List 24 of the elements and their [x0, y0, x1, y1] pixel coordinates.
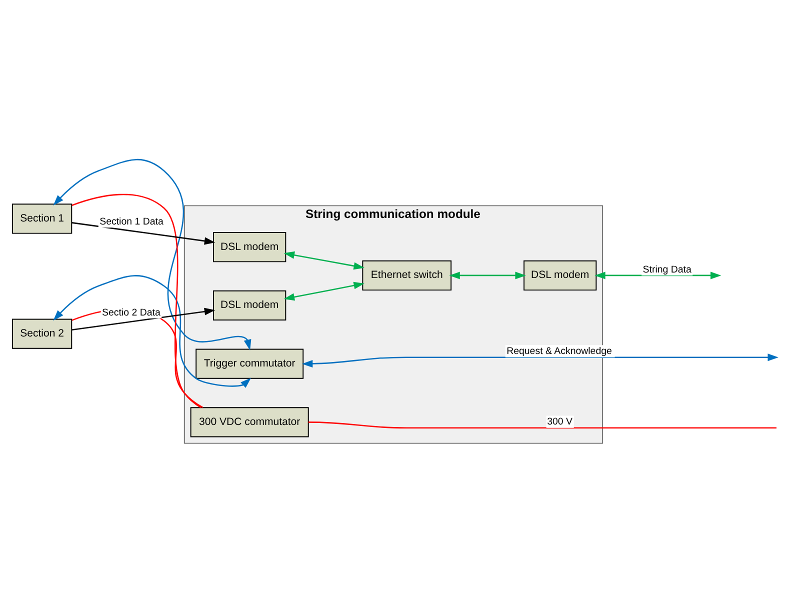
connector [308, 421, 776, 428]
edge-label: 300 V [547, 416, 573, 428]
arrow [53, 274, 252, 388]
arrow [449, 271, 526, 279]
node-box: 300 VDC commutator [190, 406, 309, 437]
edge-label: String Data [642, 264, 692, 275]
arrow [53, 158, 252, 350]
arrow [72, 222, 216, 244]
node-box: DSL modem [524, 260, 597, 290]
edge-label: Sectio 2 Data [102, 306, 160, 318]
node-box: Section 2 [12, 318, 72, 348]
arrow [302, 353, 778, 367]
connector [72, 193, 202, 408]
edge-label: Request & Acknowledge [506, 346, 612, 357]
node-box: Section 1 [12, 203, 72, 234]
arrow [284, 250, 364, 270]
edge-label: Section 1 Data [100, 216, 164, 227]
arrow [72, 307, 216, 330]
node-box: DSL modem [213, 290, 286, 320]
arrow [284, 281, 364, 300]
node-box: Trigger commutator [196, 348, 304, 378]
arrow [594, 271, 722, 279]
node-box: Ethernet switch [362, 260, 452, 290]
node-box: DSL modem [213, 232, 286, 262]
